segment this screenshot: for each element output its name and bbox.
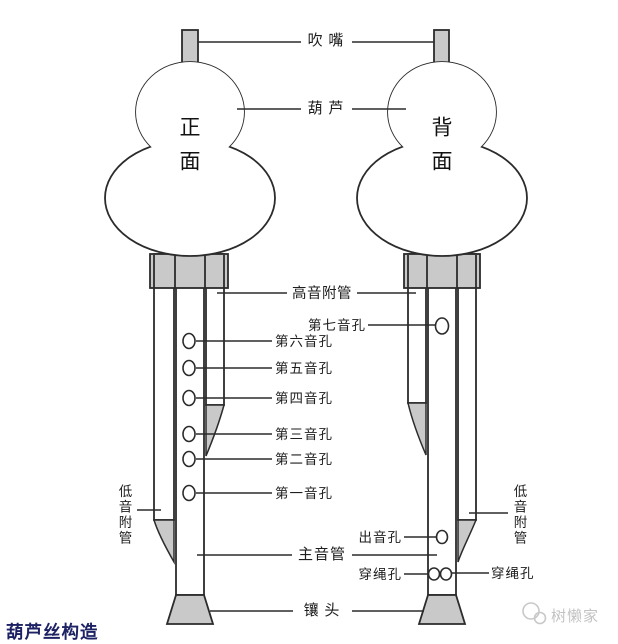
head-front	[165, 594, 215, 625]
label-hole4: 第四音孔	[275, 391, 333, 406]
label-hole1: 第一音孔	[275, 486, 333, 501]
label-main-pipe: 主音管	[297, 547, 346, 563]
label-hole5: 第五音孔	[275, 361, 333, 376]
hole-2	[182, 450, 196, 468]
head-back	[417, 594, 467, 625]
back-face-label: 背面	[429, 116, 453, 184]
hole-1	[182, 484, 196, 502]
front-face-label: 正面	[177, 116, 201, 184]
low-drone-pipe-back	[457, 253, 477, 521]
label-gourd: 葫 芦	[307, 101, 345, 117]
label-high-pipe: 高音附管	[292, 286, 352, 302]
hole-7	[434, 317, 450, 335]
label-hole3: 第三音孔	[275, 427, 333, 442]
label-rope-hole-left: 穿绳孔	[358, 567, 402, 582]
leader-lines	[137, 41, 508, 612]
high-drone-taper-front	[205, 404, 225, 457]
low-drone-taper-front	[152, 519, 175, 565]
collar-front	[149, 253, 229, 289]
label-hole7: 第七音孔	[308, 318, 366, 333]
rope-hole-a	[427, 567, 441, 581]
hole-5	[182, 359, 196, 377]
label-low-pipe-front: 低音附管	[116, 484, 132, 546]
watermark-text: 树懒家	[551, 608, 600, 625]
label-hole2: 第二音孔	[275, 452, 333, 467]
label-mouthpiece: 吹 嘴	[307, 33, 345, 49]
rope-hole-b	[439, 567, 453, 581]
main-pipe-front	[175, 253, 205, 596]
label-hole6: 第六音孔	[275, 334, 333, 349]
low-drone-taper-back	[457, 519, 478, 563]
collar-back	[403, 253, 481, 289]
hole-4	[182, 389, 196, 407]
gourd-front	[104, 61, 276, 257]
label-head: 镶 头	[303, 603, 341, 619]
sound-out-hole	[435, 529, 449, 545]
hole-6	[182, 332, 196, 350]
mouthpiece-front	[181, 29, 199, 67]
mouthpiece-back	[433, 29, 450, 67]
low-drone-pipe-front	[153, 253, 175, 521]
page-title: 葫芦丝构造	[6, 622, 99, 642]
hole-3	[182, 425, 196, 443]
watermark-logo-icon	[522, 602, 547, 625]
gourd-back	[356, 61, 528, 257]
label-rope-hole-right: 穿绳孔	[491, 566, 535, 581]
high-drone-taper-back	[407, 402, 427, 456]
label-low-pipe-back: 低音附管	[511, 484, 527, 546]
label-sound-out-hole: 出音孔	[358, 530, 402, 545]
